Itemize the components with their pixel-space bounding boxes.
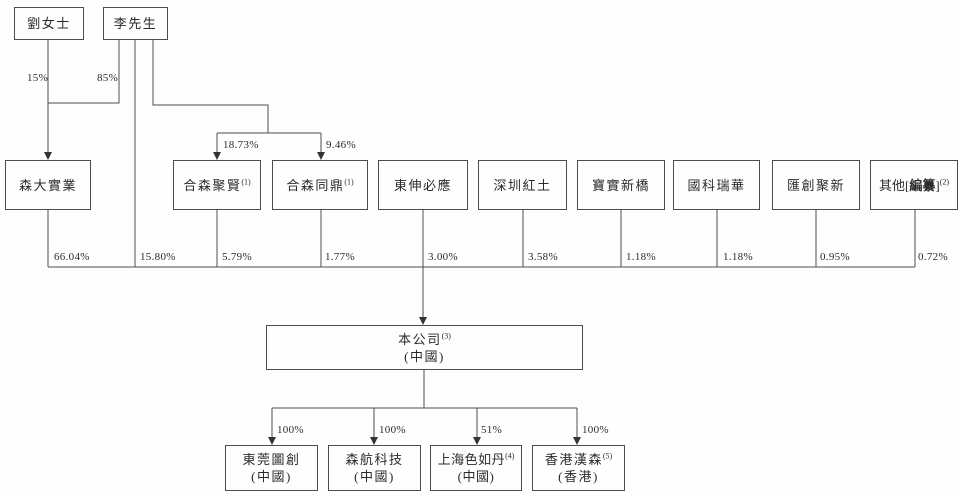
node-hesen-tongding: 合森同鼎(1) — [272, 160, 368, 210]
node-hongkong-hansen: 香港漢森(5) (香港) — [532, 445, 625, 491]
note-ref-4: (4) — [505, 451, 515, 461]
node-others-suffix: ] — [935, 177, 940, 193]
note-ref-1: (1) — [241, 177, 251, 187]
node-senda-label: 森大實業 — [18, 177, 77, 193]
node-senhang-region: (中國) — [354, 469, 395, 484]
node-hansen-name: 香港漢森(5) — [544, 451, 613, 467]
pct-li-to-sanda: 85% — [97, 72, 119, 84]
node-tongding-label: 合森同鼎 — [286, 177, 345, 193]
pct-huichuang-to-company: 0.95% — [820, 251, 850, 263]
node-dongshen-label: 東伸必應 — [393, 177, 452, 193]
node-company-name: 本公司(3) — [398, 331, 451, 347]
pct-baoshi-to-company: 1.18% — [626, 251, 656, 263]
node-other-shareholders: 其他[編纂](2) — [870, 160, 958, 210]
node-shenzhen-hongtu: 深圳紅土 — [478, 160, 567, 210]
pct-company-to-serudan: 51% — [481, 424, 503, 436]
pct-li-to-company: 15.80% — [140, 251, 176, 263]
node-senhang-label: 森航科技 — [345, 452, 404, 467]
node-company-region: (中國) — [404, 348, 445, 364]
node-guoke-ruihua: 國科瑞華 — [673, 160, 760, 210]
pct-juxian-to-company: 5.79% — [222, 251, 252, 263]
node-company: 本公司(3) (中國) — [266, 325, 583, 370]
arrowheads — [44, 152, 581, 445]
pct-sanda-to-company: 66.04% — [54, 251, 90, 263]
pct-hongtu-to-company: 3.58% — [528, 251, 558, 263]
note-ref-2: (2) — [939, 177, 950, 187]
node-hongtu-label: 深圳紅土 — [493, 177, 552, 193]
node-shanghai-serudan: 上海色如丹(4) (中國) — [430, 445, 522, 491]
node-liu-lady: 劉女士 — [14, 7, 84, 40]
node-guoke-label: 國科瑞華 — [687, 177, 746, 193]
pct-liu-to-sanda: 15% — [27, 72, 49, 84]
node-dongguan-tuchuang: 東莞圖創 (中國) — [225, 445, 318, 491]
node-senhang-tech: 森航科技 (中國) — [328, 445, 421, 491]
pct-tongding-to-company: 1.77% — [325, 251, 355, 263]
note-ref-3: (3) — [441, 331, 451, 341]
pct-company-to-tuchuang: 100% — [277, 424, 304, 436]
node-serudan-name: 上海色如丹(4) — [437, 451, 515, 467]
node-juxian-label: 合森聚賢 — [183, 177, 242, 193]
pct-dongshen-to-company: 3.00% — [428, 251, 458, 263]
note-ref-5: (5) — [602, 451, 613, 461]
node-others-prefix: 其他[ — [878, 177, 910, 193]
node-tuchuang-label: 東莞圖創 — [242, 452, 301, 467]
node-liu-label: 劉女士 — [27, 16, 71, 31]
pct-li-to-juxian: 18.73% — [223, 139, 259, 151]
node-li-mr: 李先生 — [103, 7, 168, 40]
node-huichuang-juxin: 匯創聚新 — [772, 160, 860, 210]
node-dongshen-biying: 東伸必應 — [378, 160, 468, 210]
node-baoshi-label: 寶實新橋 — [591, 177, 650, 193]
node-hansen-region: (香港) — [558, 469, 599, 484]
node-senda-industrial: 森大實業 — [5, 160, 91, 210]
pct-li-to-tongding: 9.46% — [326, 139, 356, 151]
pct-others-to-company: 0.72% — [918, 251, 948, 263]
node-hesen-juxian: 合森聚賢(1) — [173, 160, 261, 210]
pct-company-to-hansen: 100% — [582, 424, 609, 436]
redaction-placeholder: 編纂 — [909, 177, 936, 193]
node-tuchuang-region: (中國) — [251, 469, 292, 484]
pct-company-to-senhang: 100% — [379, 424, 406, 436]
note-ref-1b: (1) — [344, 177, 354, 187]
node-li-label: 李先生 — [113, 16, 158, 31]
node-baoshi-xinqiao: 寶實新橋 — [577, 160, 665, 210]
pct-guoke-to-company: 1.18% — [723, 251, 753, 263]
node-serudan-region: (中國) — [457, 469, 495, 484]
node-huichuang-label: 匯創聚新 — [786, 177, 845, 193]
